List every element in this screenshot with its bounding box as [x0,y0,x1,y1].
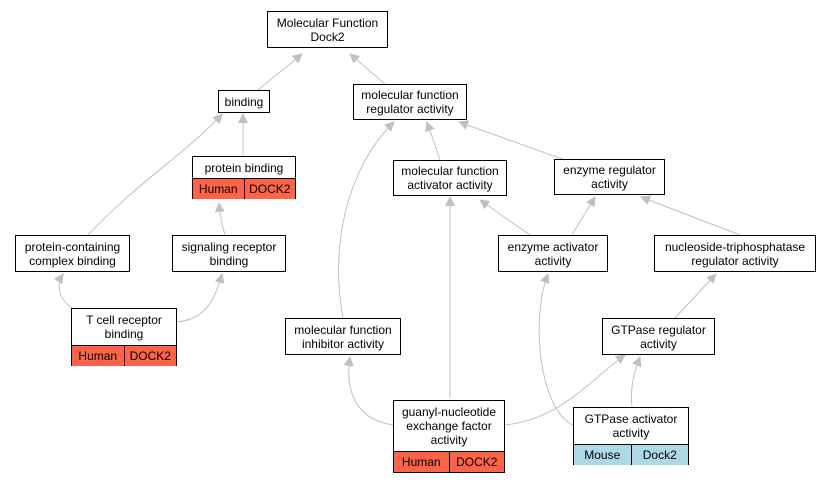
edge-gtpaseact-gtpasereg [630,356,642,408]
node-label: molecular function regulator activity [361,88,459,116]
gene-tag: DOCK2 [123,346,176,366]
edge-enzymeact-enzymereg [571,196,596,236]
node-protein-binding[interactable]: protein binding Human DOCK2 [192,156,296,199]
edge-enzymeact-activator [479,199,531,236]
node-label: enzyme regulator activity [563,163,656,191]
node-root[interactable]: Molecular Function Dock2 [267,11,388,48]
edge-ntpase-enzymereg [640,195,741,236]
edge-tcell-complex [53,273,76,311]
node-signaling-receptor[interactable]: signaling receptor binding [172,235,286,272]
species-tag: Human [193,179,244,199]
node-label: protein-containing complex binding [24,239,121,268]
node-enzyme-activator[interactable]: enzyme activator activity [498,235,608,272]
node-tags: Human DOCK2 [193,178,295,199]
node-label: T cell receptor binding [86,313,162,341]
node-tcell-receptor[interactable]: T cell receptor binding Human DOCK2 [71,308,177,366]
node-label: Molecular Function Dock2 [276,15,379,44]
node-label: binding [224,94,264,109]
edge-complex-binding [87,113,223,236]
node-gtpase-activator[interactable]: GTPase activator activity Mouse Dock2 [573,407,689,465]
edge-enzymereg-regulator [458,120,563,160]
gene-tag: DOCK2 [448,452,504,472]
node-label: nucleoside-triphosphatase regulator acti… [664,239,806,268]
node-ntpase-regulator[interactable]: nucleoside-triphosphatase regulator acti… [654,235,816,272]
node-complex-binding[interactable]: protein-containing complex binding [15,235,130,272]
edge-activator-regulator [425,121,441,161]
node-gtpase-regulator[interactable]: GTPase regulator activity [602,318,715,355]
node-label: guanyl-nucleotide exchange factor activi… [401,405,497,447]
edge-gef-inhibitor [343,356,395,426]
node-mf-regulator[interactable]: molecular function regulator activity [353,84,467,120]
species-tag: Mouse [574,445,631,465]
node-tags: Human DOCK2 [72,345,176,366]
node-label: enzyme activator activity [507,239,599,268]
edge-tcell-signaling [175,273,225,323]
edge-regulator-root [349,53,386,85]
node-label: molecular function activator activity [401,164,499,192]
node-gef[interactable]: guanyl-nucleotide exchange factor activi… [393,400,505,473]
node-tags: Human DOCK2 [394,451,504,472]
node-enzyme-regulator[interactable]: enzyme regulator activity [554,159,665,195]
gene-tag: DOCK2 [243,179,295,199]
edge-gtpasereg-ntpase [674,273,717,319]
node-mf-inhibitor[interactable]: molecular function inhibitor activity [285,318,401,355]
node-tags: Mouse Dock2 [574,444,688,465]
node-mf-activator[interactable]: molecular function activator activity [393,160,507,196]
edge-signaling-proteinbinding [214,202,226,236]
edge-gtpaseact-enzymeact [538,273,574,426]
gene-tag: Dock2 [630,445,688,465]
species-tag: Human [394,452,449,472]
edge-binding-root [257,53,303,91]
node-label: signaling receptor binding [181,239,277,268]
edge-inhibitor-regulator [338,121,395,319]
node-label: molecular function inhibitor activity [294,322,392,351]
node-label: GTPase regulator activity [611,322,706,351]
species-tag: Human [72,346,124,366]
node-label: protein binding [204,160,284,175]
node-label: GTPase activator activity [584,412,678,440]
edge-gef-gtpasereg [503,354,626,426]
node-binding[interactable]: binding [218,90,270,113]
